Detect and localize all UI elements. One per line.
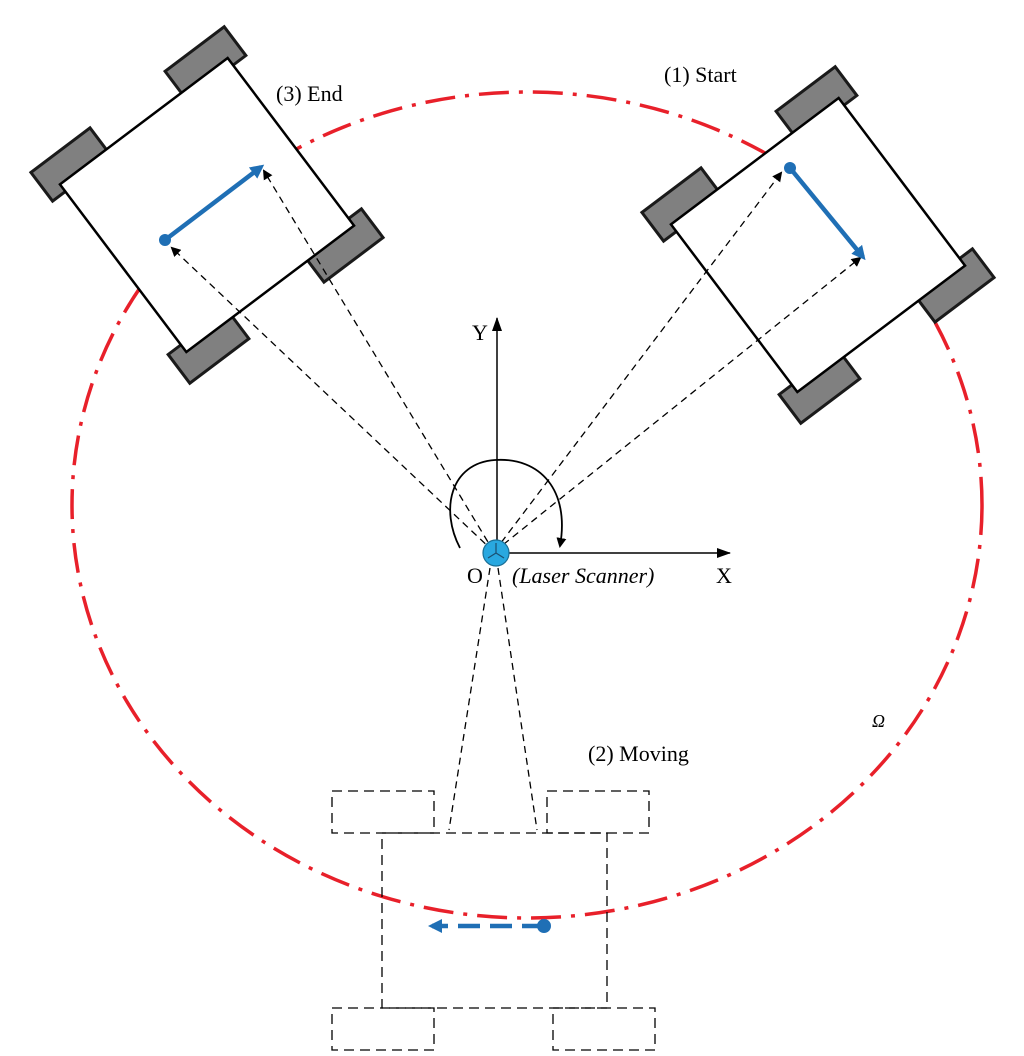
scanner-rotor-icon (487, 543, 505, 559)
label-end: (3) End (276, 81, 343, 106)
scan-angle-arc (449, 459, 567, 549)
label-y-axis: Y (472, 320, 488, 345)
robot-moving-body (381, 832, 608, 1009)
label-origin: O (467, 563, 483, 588)
label-start: (1) Start (664, 62, 737, 87)
ray-start-rear (493, 256, 862, 553)
label-moving: (2) Moving (588, 741, 689, 766)
scan-rays (170, 169, 862, 831)
heading-origin-start (784, 162, 796, 174)
robot-moving-wheel-front-right (546, 790, 650, 834)
ray-start-front (493, 171, 783, 553)
heading-origin-moving (537, 919, 551, 933)
robot-moving (331, 790, 656, 1051)
heading-arrow-end (163, 164, 265, 242)
robot-moving-wheel-rear-right (552, 1007, 656, 1051)
robot-moving-wheel-front-left (331, 790, 435, 834)
robot-moving-wheel-rear-left (331, 1007, 435, 1051)
ray-end-rear (170, 246, 495, 553)
label-laser-scanner: (Laser Scanner) (512, 563, 654, 588)
ray-end-front (262, 169, 495, 553)
label-region-omega: Ω (872, 711, 885, 731)
heading-arrow-start (788, 166, 866, 261)
heading-origin-end (159, 234, 171, 246)
heading-arrows (159, 162, 866, 933)
robot-start (639, 64, 997, 426)
robot-end-body (58, 56, 356, 354)
robot-start-body (669, 96, 967, 394)
robot-end (28, 24, 386, 386)
ray-moving-left (448, 567, 491, 831)
ray-moving-right (497, 567, 538, 831)
label-x-axis: X (716, 563, 732, 588)
trajectory-circle (70, 90, 984, 920)
